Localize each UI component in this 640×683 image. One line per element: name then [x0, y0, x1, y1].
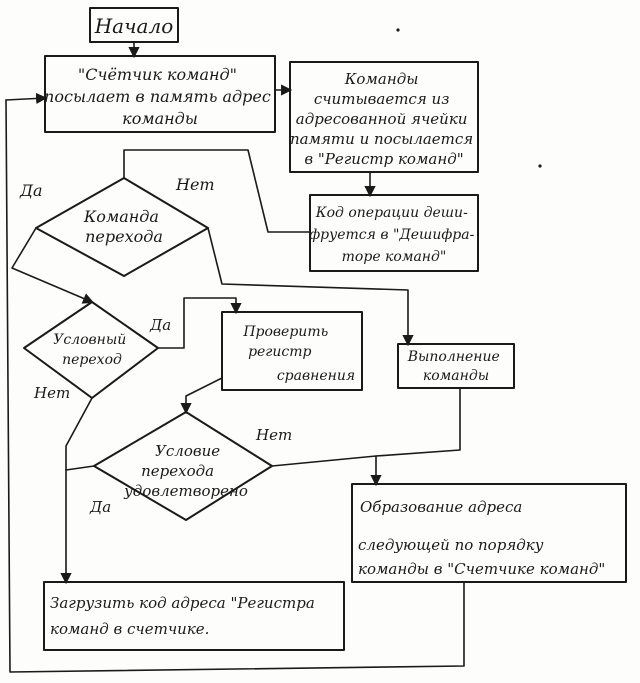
decision2-no-label: Нет — [33, 384, 70, 402]
step2-line4: памяти и посылается — [290, 130, 473, 148]
step7-line2: команд в счетчике. — [50, 620, 209, 638]
pen-dot — [396, 28, 400, 32]
decision2-line2: переход — [62, 352, 122, 368]
step1-line2: посылает в память адрес — [44, 87, 271, 106]
svg-text:Образование адреса следующ: Образование адреса следующей по порядку … — [358, 498, 605, 578]
decision3-line3: удовлетворено — [123, 482, 248, 500]
decision3-no-label: Нет — [255, 426, 292, 444]
step4-line3: сравнения — [277, 368, 355, 384]
decision1-line1: Команда — [83, 207, 159, 226]
step6-line1: Образование адреса — [360, 498, 522, 516]
svg-text:"Счётчик команд" посылает: "Счётчик команд" посылает в память адрес… — [44, 65, 276, 128]
decision3-line2: перехода — [141, 462, 214, 480]
step6-line3: команды в "Счетчике команд" — [358, 560, 605, 578]
step7-box — [43, 581, 345, 651]
svg-text:Загрузить код адреса "Регистра: Загрузить код адреса "Регистра команд в … — [50, 594, 320, 638]
svg-text:Выполнение команды: Выполнение команды — [407, 349, 505, 384]
step2-line3: адресованной ячейки — [296, 110, 468, 128]
arrow-decision3-yes-to-step7 — [65, 465, 95, 471]
step2-line2: считывается из — [314, 90, 450, 108]
step4-line1: Проверить — [242, 324, 328, 340]
decision3-yes-label: Да — [89, 498, 111, 516]
decision1-line2: перехода — [85, 227, 163, 246]
arrow-step3-to-decision1 — [123, 149, 311, 233]
step5-box — [397, 343, 515, 389]
decision1-no-label: Нет — [175, 175, 215, 194]
arrow-decision3-no-to-step6 — [271, 455, 382, 487]
step2-line5: в "Регистр команд" — [304, 150, 463, 168]
step3-box — [309, 194, 479, 272]
step4-line2: регистр — [248, 344, 311, 360]
svg-text:Проверить регистр срав: Проверить регистр сравнения — [242, 324, 355, 384]
arrow-decision2-yes-to-step4 — [157, 297, 242, 349]
decision1-yes-label: Да — [19, 181, 43, 200]
step5-line2: команды — [423, 368, 489, 384]
svg-text:Команда перехода: Команда перехода — [83, 207, 164, 246]
decision1-diamond — [35, 177, 209, 277]
decision3-line1: Условие — [155, 442, 220, 460]
arrow-step5-to-step6 — [375, 387, 461, 457]
arrow-decision1-yes-to-decision2 — [11, 227, 95, 304]
start-label: Начало — [94, 14, 174, 38]
step4-box — [221, 311, 363, 391]
step5-line1: Выполнение — [407, 349, 500, 365]
arrow-step4-to-decision3 — [180, 377, 223, 415]
step6-box — [351, 483, 627, 583]
arrow-decision1-no-to-step5 — [207, 227, 414, 347]
decision2-line1: Условный — [53, 332, 126, 348]
step2-line1: Команды — [344, 70, 419, 88]
step3-line2: фруется в "Дешифра- — [309, 227, 474, 243]
connectors — [5, 41, 465, 673]
loop-step6-to-step1 — [5, 99, 465, 673]
svg-text:Условный переход: Условный переход — [53, 332, 131, 368]
svg-text:Код операции деши- фруется: Код операции деши- фруется в "Дешифра- т… — [309, 205, 479, 265]
pen-dot — [538, 164, 542, 168]
step3-line1: Код операции деши- — [315, 205, 468, 221]
step6-line2: следующей по порядку — [358, 536, 544, 554]
step7-line1: Загрузить код адреса "Регистра — [50, 594, 315, 612]
arrow-decision2-no-to-step7 — [60, 397, 93, 585]
step1-line1: "Счётчик команд" — [78, 65, 237, 84]
decision3-diamond — [93, 411, 273, 521]
svg-text:Условие перехода удовл: Условие перехода удовлетворено — [123, 442, 248, 500]
step2-box — [289, 61, 479, 173]
loop-step7-to-step1 — [5, 92, 48, 105]
step3-line3: торе команд" — [342, 249, 447, 265]
decision2-yes-label: Да — [149, 316, 171, 334]
svg-text:Команды считывается из: Команды считывается из адресованной ячей… — [290, 70, 478, 168]
step1-line3: команды — [122, 109, 198, 128]
